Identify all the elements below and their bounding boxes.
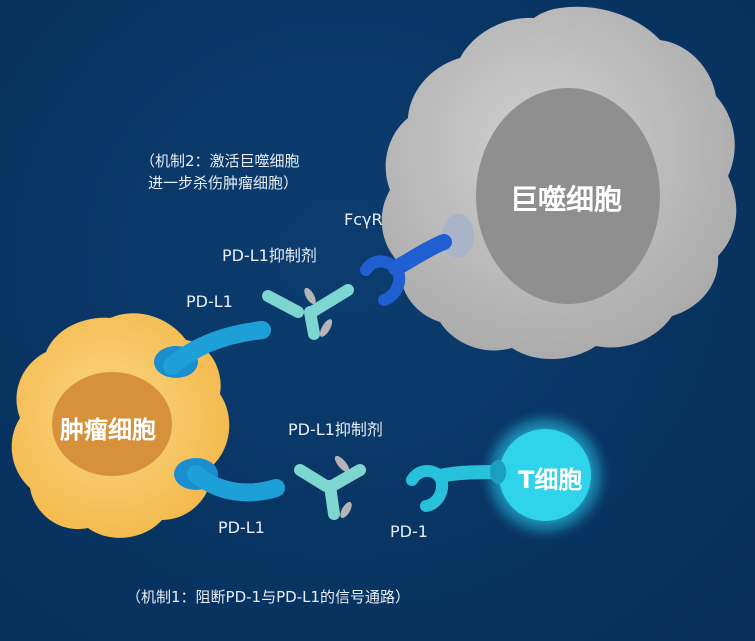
mechanism-2-line-2: 进一步杀伤肿瘤细胞）: [148, 174, 299, 192]
pdl1-top-receptor: [163, 321, 271, 375]
pdl1-bottom-receptor: [187, 465, 285, 502]
pd1-receptor: [406, 460, 507, 512]
antibody-bottom: [294, 455, 366, 520]
mechanism-1: （机制1：阻断PD-1与PD-L1的信号通路）: [126, 588, 411, 606]
fcgr-label: FcγR: [344, 210, 383, 229]
drug-top-label: PD-L1抑制剂: [222, 246, 317, 265]
drug-bottom-label: PD-L1抑制剂: [288, 420, 383, 439]
pdl1-bottom-label: PD-L1: [218, 518, 265, 537]
tcell-label: T细胞: [518, 466, 583, 494]
macrophage-nucleus: [476, 88, 660, 304]
mechanism-2-line-1: （机制2：激活巨噬细胞: [140, 152, 300, 170]
macrophage-label: 巨噬细胞: [510, 183, 623, 216]
tumor-nucleus: [52, 372, 172, 476]
pdl1-top-label: PD-L1: [186, 292, 233, 311]
antibody-top: [262, 284, 354, 340]
tumor-label: 肿瘤细胞: [60, 416, 156, 444]
tcell-cell: [499, 429, 591, 521]
fcgr-receptor: [360, 234, 452, 306]
pd1-label: PD-1: [390, 522, 428, 541]
